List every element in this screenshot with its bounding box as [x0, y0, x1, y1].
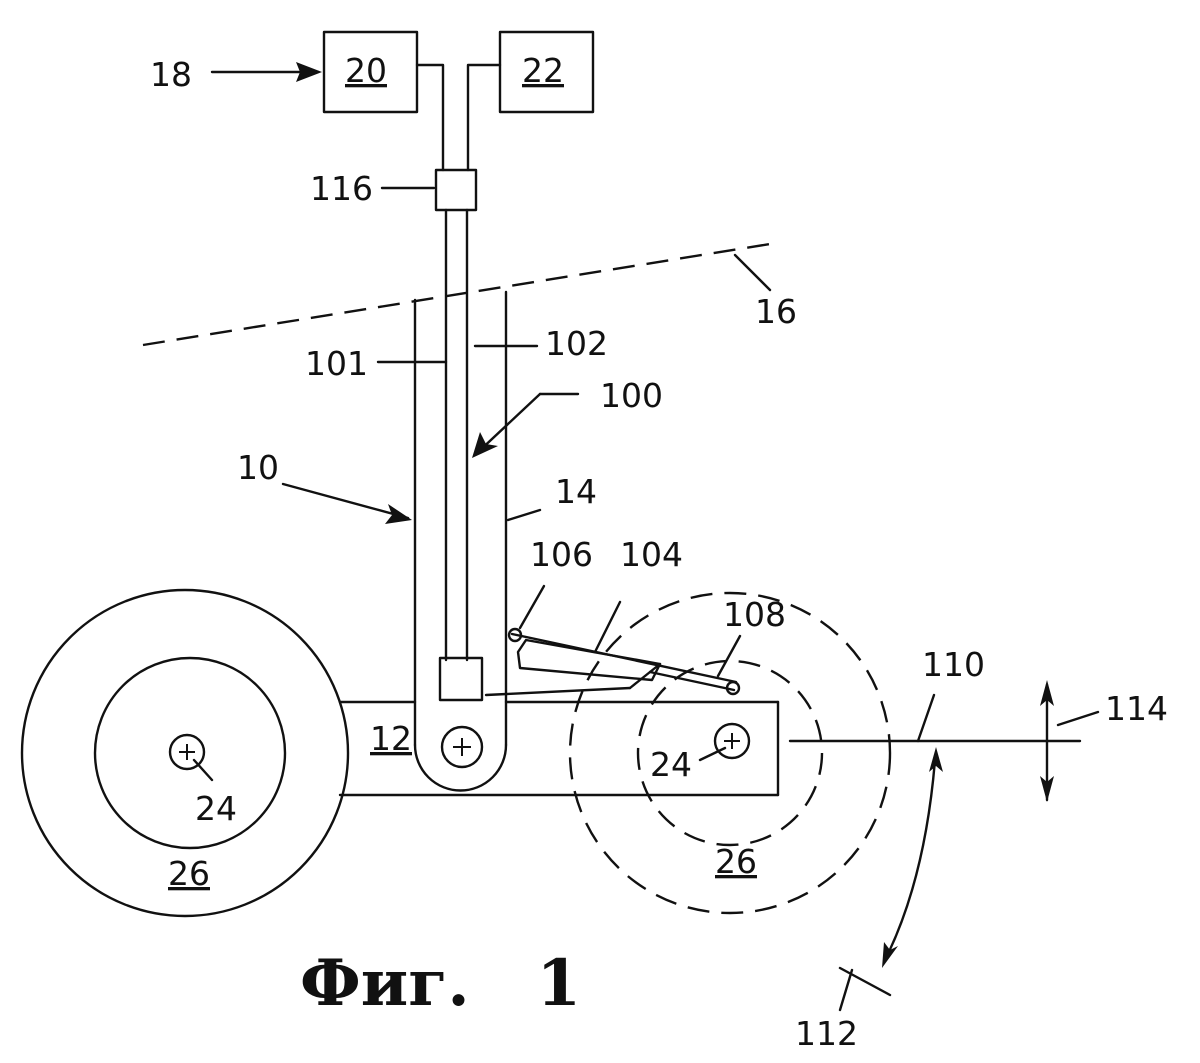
label-20: 20 — [345, 51, 387, 90]
arrow-10-shaft — [281, 482, 410, 520]
label-26-right: 26 — [715, 842, 757, 881]
strut-bottom — [413, 743, 508, 792]
leader-108 — [716, 634, 742, 678]
actuator-104-base — [484, 686, 632, 697]
sensor-116 — [434, 168, 478, 212]
arrowhead-18 — [296, 62, 322, 82]
arrow-100-shaft — [474, 392, 542, 456]
label-110: 110 — [922, 645, 985, 684]
leader-14 — [506, 508, 542, 522]
leader-112 — [838, 968, 854, 1012]
leader-104 — [593, 600, 622, 654]
label-112: 112 — [795, 1014, 858, 1053]
left-tire-outer — [20, 588, 350, 918]
label-26-left: 26 — [168, 854, 210, 893]
label-22: 22 — [522, 51, 564, 90]
label-10: 10 — [237, 448, 279, 487]
right-axle-24 — [713, 722, 751, 760]
label-116: 116 — [310, 169, 373, 208]
arrowhead-114-down — [1040, 776, 1054, 802]
left-tire-inner — [93, 656, 287, 850]
angle-arc-112 — [883, 758, 937, 962]
label-114: 114 — [1105, 689, 1168, 728]
leader-24-left — [192, 758, 214, 782]
actuator-104-brace — [628, 662, 662, 690]
label-101: 101 — [305, 344, 368, 383]
label-12: 12 — [370, 719, 412, 758]
arrowhead-112-top — [929, 747, 943, 772]
tick-112 — [838, 966, 892, 997]
figure-caption: Фиг. 1 — [300, 946, 581, 1021]
leader-110 — [916, 693, 936, 743]
label-100: 100 — [600, 376, 663, 415]
label-108: 108 — [723, 595, 786, 634]
label-102: 102 — [545, 324, 608, 363]
leader-16 — [733, 253, 772, 292]
arrowhead-114-up — [1040, 680, 1054, 706]
actuator-104-link — [510, 632, 738, 684]
fuselage-line-16 — [142, 242, 771, 347]
pin-108 — [725, 680, 741, 696]
box-20 — [322, 30, 419, 114]
actuator-104-rod — [648, 670, 736, 692]
pin-106 — [507, 627, 523, 643]
label-24-left: 24 — [195, 789, 237, 828]
label-14: 14 — [555, 472, 597, 511]
leader-114 — [1056, 710, 1100, 727]
wire-22 — [466, 63, 502, 172]
arrowhead-100 — [472, 432, 498, 458]
label-24-right: 24 — [650, 745, 692, 784]
wire-20 — [415, 63, 445, 172]
leader-106 — [518, 584, 546, 630]
left-axle-24 — [168, 733, 206, 771]
right-tire-inner — [636, 659, 824, 847]
arrowhead-112-bottom — [882, 942, 898, 968]
arrowhead-10 — [385, 504, 412, 524]
label-104: 104 — [620, 535, 683, 574]
box-22 — [498, 30, 595, 114]
label-106: 106 — [530, 535, 593, 574]
label-16: 16 — [755, 292, 797, 331]
right-tire-outer — [568, 591, 892, 915]
actuator-104-body — [516, 638, 662, 682]
strut-pivot — [440, 725, 484, 769]
label-18: 18 — [150, 55, 192, 94]
rod-block — [438, 656, 484, 702]
leader-24-right — [698, 746, 727, 762]
